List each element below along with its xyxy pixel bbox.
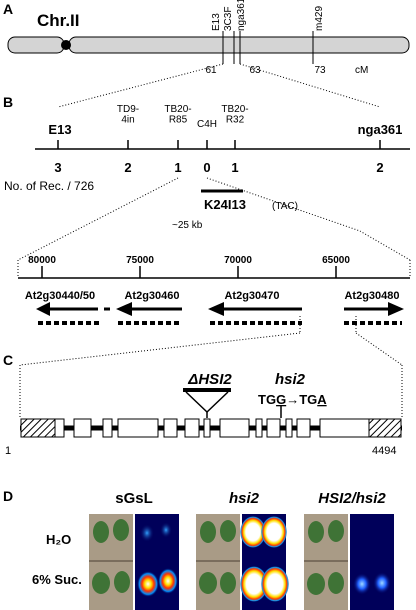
arrow-at2g30480: [344, 302, 404, 316]
gene-at2g30470: At2g30470: [224, 290, 279, 302]
marker-td9-4in: TD9-4in: [117, 104, 139, 126]
ruler-65000: 65000: [322, 255, 350, 266]
photo-sgsl: [89, 514, 133, 610]
panel-letter-d: D: [3, 488, 13, 504]
marker-label-e13: E13: [211, 13, 222, 31]
centromere: [61, 40, 71, 50]
cm-positions: 61 63 73 cM: [205, 65, 368, 76]
genetic-map-ticks: [57, 140, 381, 149]
chromosome-short-arm: [7, 36, 65, 54]
column-header-hsi2: hsi2: [229, 490, 260, 507]
utr-5prime: [20, 418, 56, 438]
row-label-sucrose: 6% Suc.: [32, 572, 82, 587]
gene-at2g30460: At2g30460: [124, 290, 179, 302]
zoom-lines-ab: [57, 63, 381, 108]
marker-ticks: [222, 31, 314, 64]
physical-map-labels: 80000 75000 70000 65000: [28, 255, 350, 266]
rec-count-tb20-r32: 1: [231, 160, 238, 175]
gene-arrows: [36, 302, 404, 316]
zoom-lines-bc: [19, 316, 403, 366]
ruler-70000: 70000: [224, 255, 252, 266]
physical-map-ticks: [41, 266, 337, 278]
mutation-annotation: TGG→TGA: [258, 392, 327, 418]
gene-at2g30440-50: At2g30440/50: [25, 290, 95, 302]
marker-nga361: nga361: [358, 122, 403, 137]
photo-hsi2-complemented: [304, 514, 348, 610]
cm-73: 73: [314, 65, 326, 76]
panel-b: B E13 TD9-4in TB20-R85 C4H TB20-R32 nga3…: [3, 94, 411, 366]
arrow-at2g30470: [208, 302, 302, 316]
zoom-lines-bac: [17, 177, 411, 278]
panel-letter-a: A: [3, 1, 13, 17]
deletion-marker: [183, 388, 231, 418]
marker-tb20-r85: TB20-R85: [164, 104, 191, 126]
gene-at2g30480: At2g30480: [344, 290, 399, 302]
panel-letter-b: B: [3, 94, 13, 110]
coordinate-end: 4494: [372, 445, 396, 457]
luminescence-hsi2: [240, 514, 289, 610]
luminescence-sgsl: [135, 514, 179, 610]
exons: [54, 418, 370, 438]
scale-label: ~25 kb: [172, 220, 203, 231]
marker-label-nga361: nga361: [236, 0, 247, 31]
rec-count-e13: 3: [54, 160, 61, 175]
ruler-80000: 80000: [28, 255, 56, 266]
photo-hsi2: [196, 514, 240, 610]
deletion-label: ΔHSI2: [187, 371, 232, 388]
luminescence-hsi2-complemented: [350, 514, 394, 610]
bac-clone-type: (TAC): [272, 201, 298, 212]
marker-label-3c3f: 3C3F: [223, 7, 234, 31]
recombinant-counts: 3 2 1 0 1 2: [54, 160, 383, 175]
mutant-label: hsi2: [275, 371, 306, 388]
cm-63: 63: [249, 65, 261, 76]
arrow-at2g30440: [36, 302, 98, 316]
column-header-hsi2-complemented: HSI2/hsi2: [318, 490, 386, 507]
row-label-h2o: H₂O: [46, 532, 71, 547]
cm-unit: cM: [355, 65, 368, 76]
rec-count-td9-4in: 2: [124, 160, 131, 175]
marker-labels: E13 3C3F nga361 m429: [211, 0, 325, 31]
mutation-label: TGG→TGA: [258, 392, 327, 407]
panel-c: C ΔHSI2 hsi2 TGG→TGA: [3, 352, 403, 457]
chromosome-long-arm: [68, 36, 410, 54]
panel-letter-c: C: [3, 352, 13, 368]
marker-tb20-r32: TB20-R32: [221, 104, 248, 126]
marker-label-m429: m429: [314, 6, 325, 31]
rec-count-nga361: 2: [376, 160, 383, 175]
recombinant-label: No. of Rec. / 726: [4, 179, 94, 193]
rec-count-tb20-r85: 1: [174, 160, 181, 175]
column-header-sgsl: sGsL: [115, 490, 153, 507]
marker-e13: E13: [48, 122, 71, 137]
chromosome-name: Chr.II: [37, 11, 80, 30]
panel-d: D sGsL hsi2 HSI2/hsi2 H₂O 6% Suc.: [3, 488, 394, 610]
gene-labels: At2g30440/50 At2g30460 At2g30470 At2g304…: [25, 290, 400, 302]
cm-61: 61: [205, 65, 217, 76]
rec-count-c4h: 0: [203, 160, 210, 175]
coordinate-start: 1: [5, 445, 11, 457]
ruler-75000: 75000: [126, 255, 154, 266]
panel-a: A Chr.II E13 3C3F nga361 m429 61 63 73 c…: [3, 0, 410, 76]
marker-c4h: C4H: [197, 119, 217, 130]
utr-3prime: [368, 418, 402, 438]
bac-clone-name: K24I13: [204, 197, 246, 212]
arrow-at2g30460: [116, 302, 182, 316]
